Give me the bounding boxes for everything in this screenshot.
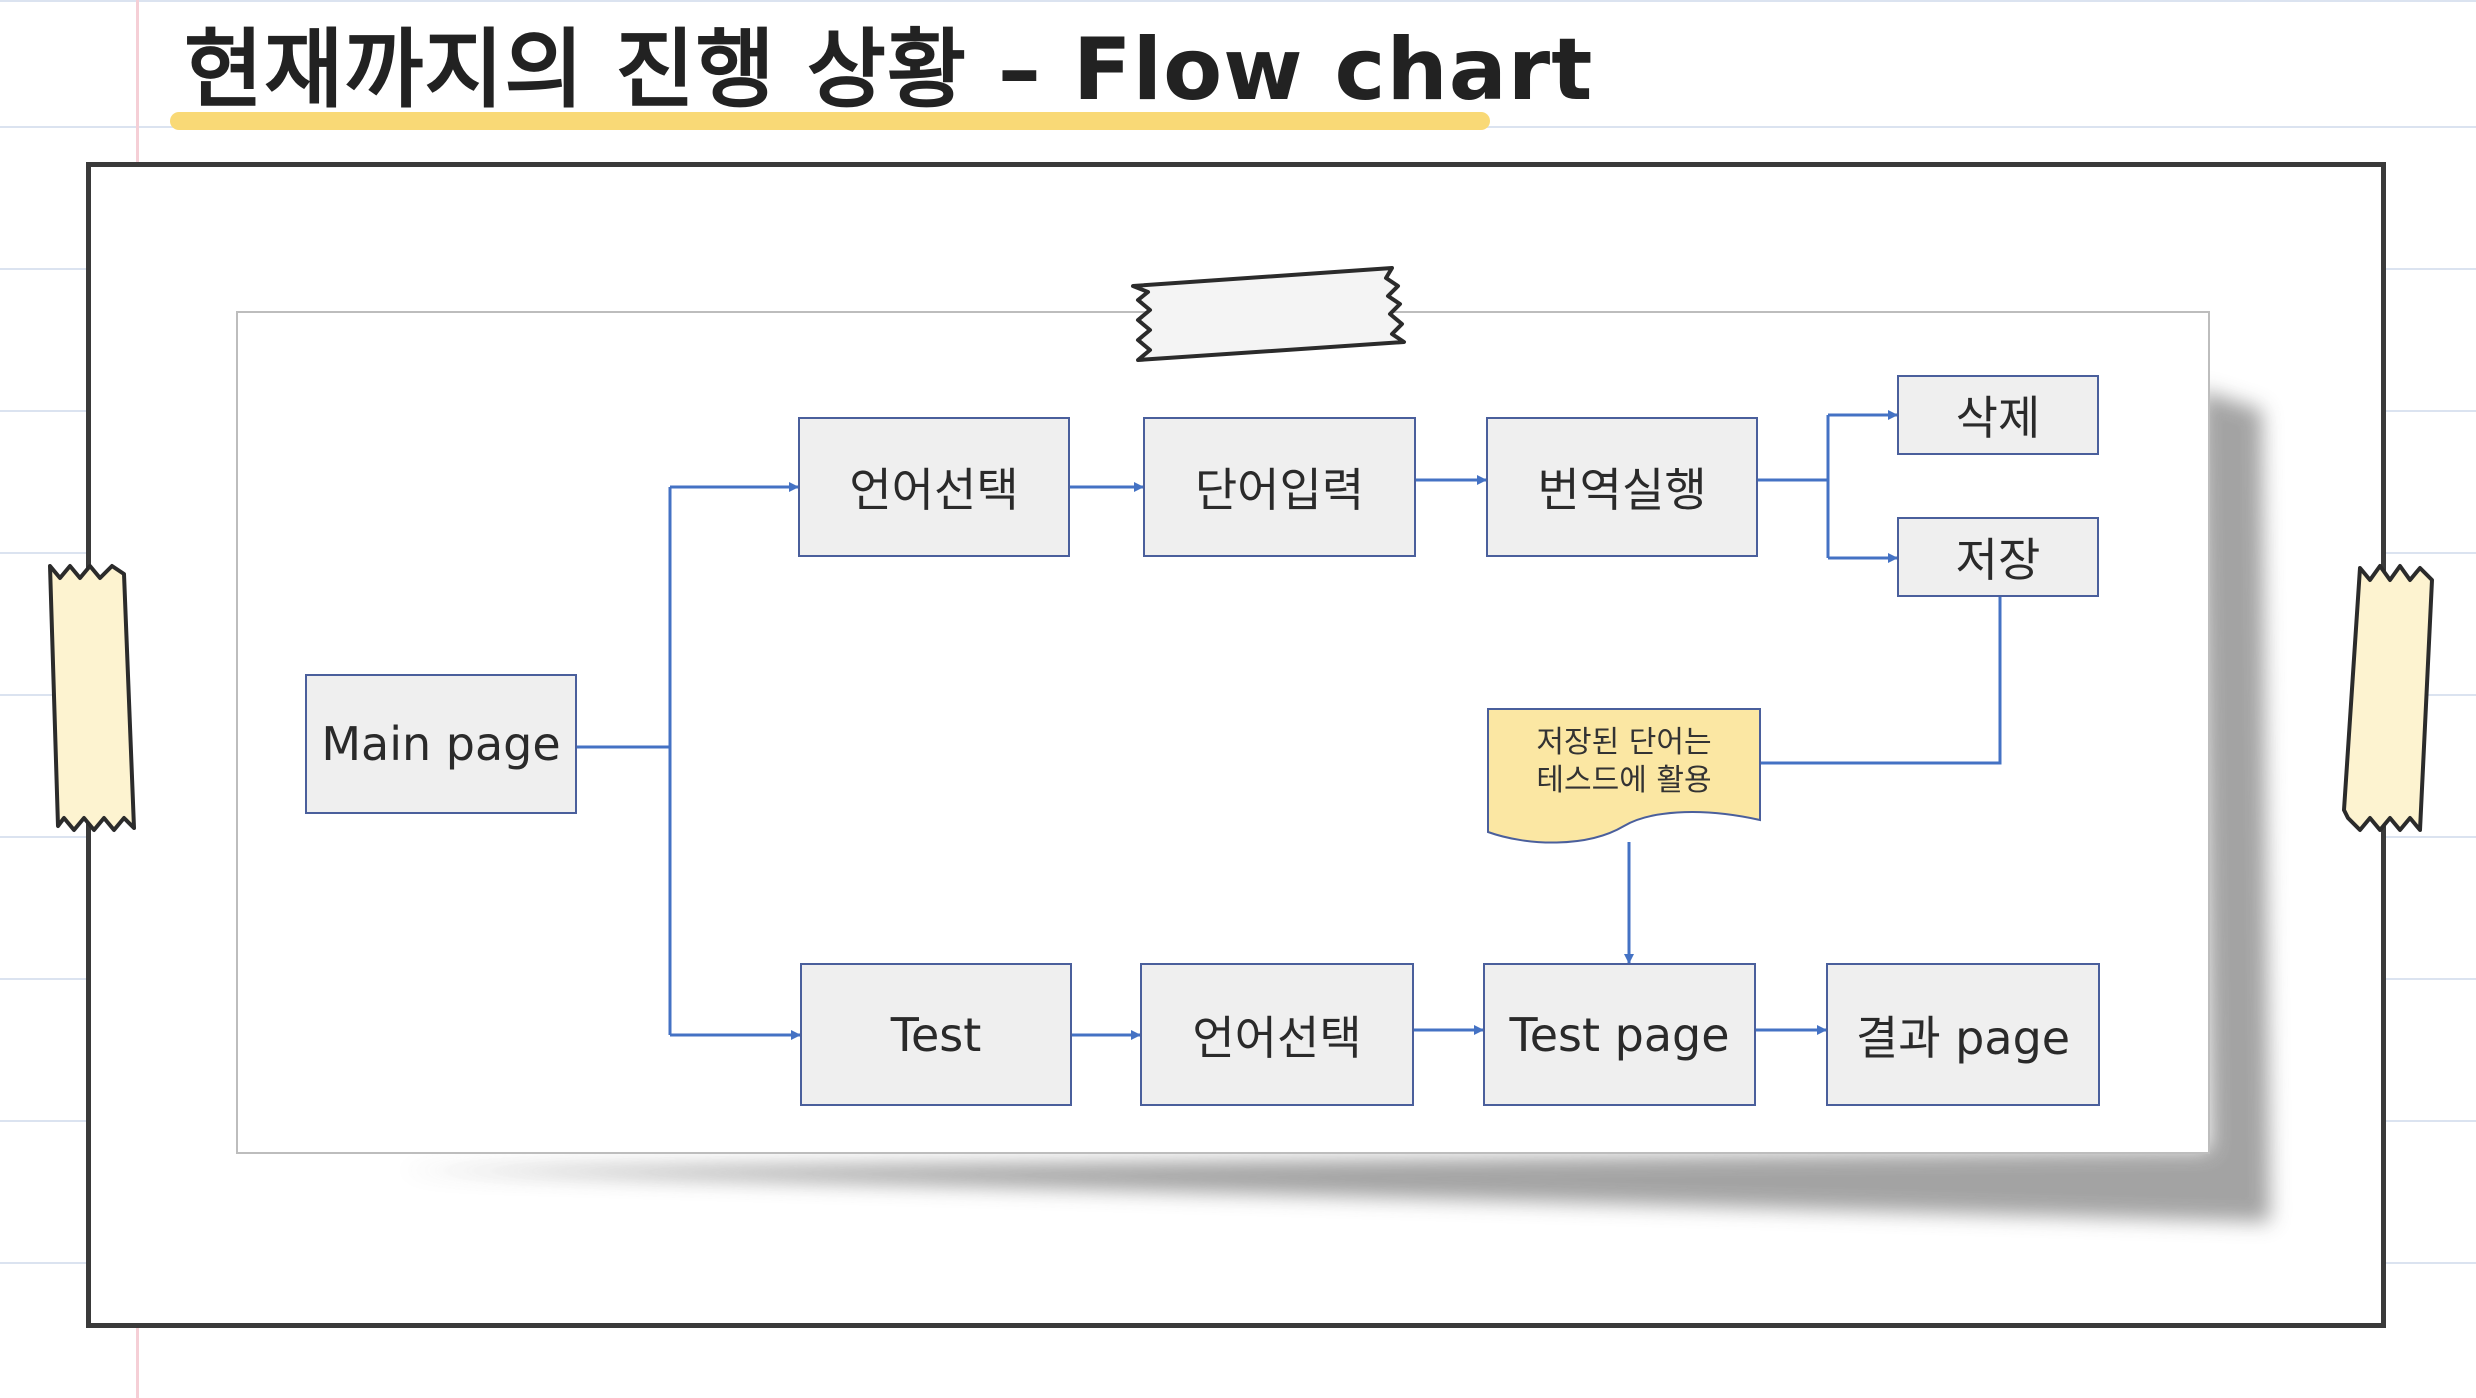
connector-save-to-note <box>1761 597 2002 765</box>
right-tape <box>2342 564 2434 832</box>
node-result-page: 결과 page <box>1826 963 2100 1106</box>
node-delete: 삭제 <box>1897 375 2099 455</box>
page-title: 현재까지의 진행 상황 – Flow chart <box>170 12 1592 132</box>
node-word-input: 단어입력 <box>1143 417 1416 557</box>
left-tape <box>48 564 136 832</box>
node-translate-run: 번역실행 <box>1486 417 1758 557</box>
page-title-text: 현재까지의 진행 상황 – Flow chart <box>184 20 1594 120</box>
note-shape <box>1487 708 1761 844</box>
node-test: Test <box>800 963 1072 1106</box>
node-main-page: Main page <box>305 674 577 814</box>
top-tape <box>1131 266 1406 362</box>
note-line-1: 저장된 단어는 <box>1536 725 1712 760</box>
node-lang-select-top: 언어선택 <box>798 417 1070 557</box>
ruled-line <box>0 0 2476 2</box>
node-save: 저장 <box>1897 517 2099 597</box>
note-line-2: 테스드에 활용 <box>1536 763 1712 798</box>
node-lang-select-bottom: 언어선택 <box>1140 963 1414 1106</box>
title-highlight <box>170 112 1490 130</box>
node-test-page: Test page <box>1483 963 1756 1106</box>
note-saved-words: 저장된 단어는 테스드에 활용 <box>1487 708 1761 848</box>
